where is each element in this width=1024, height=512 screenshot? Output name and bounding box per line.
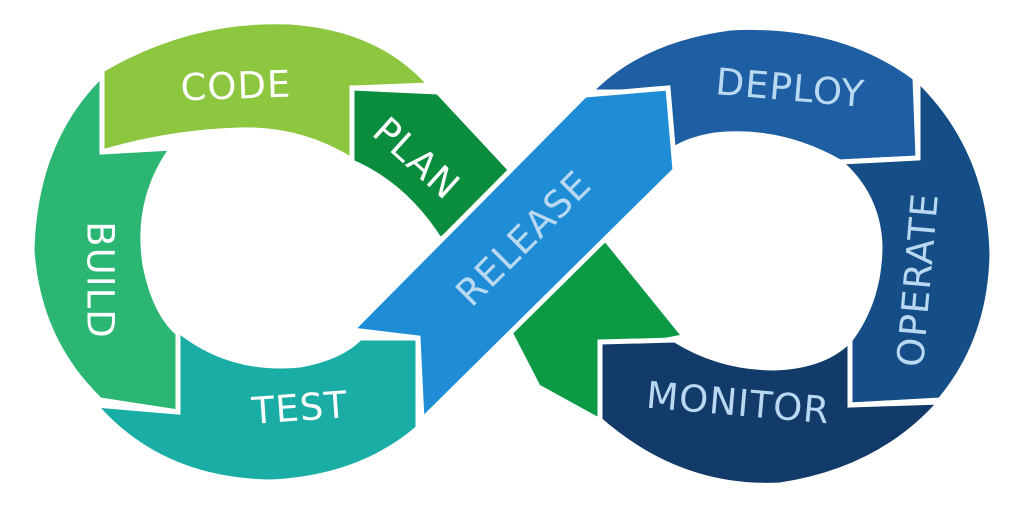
segment-release [346,85,678,426]
segment-operate [833,74,995,408]
label-test: TEST [249,383,349,433]
segment-code [99,19,436,165]
segment-monitor [597,333,946,488]
segment-test [89,324,421,485]
label-build: BUILD [79,221,122,338]
label-code: CODE [180,63,292,110]
segment-build [29,69,183,415]
